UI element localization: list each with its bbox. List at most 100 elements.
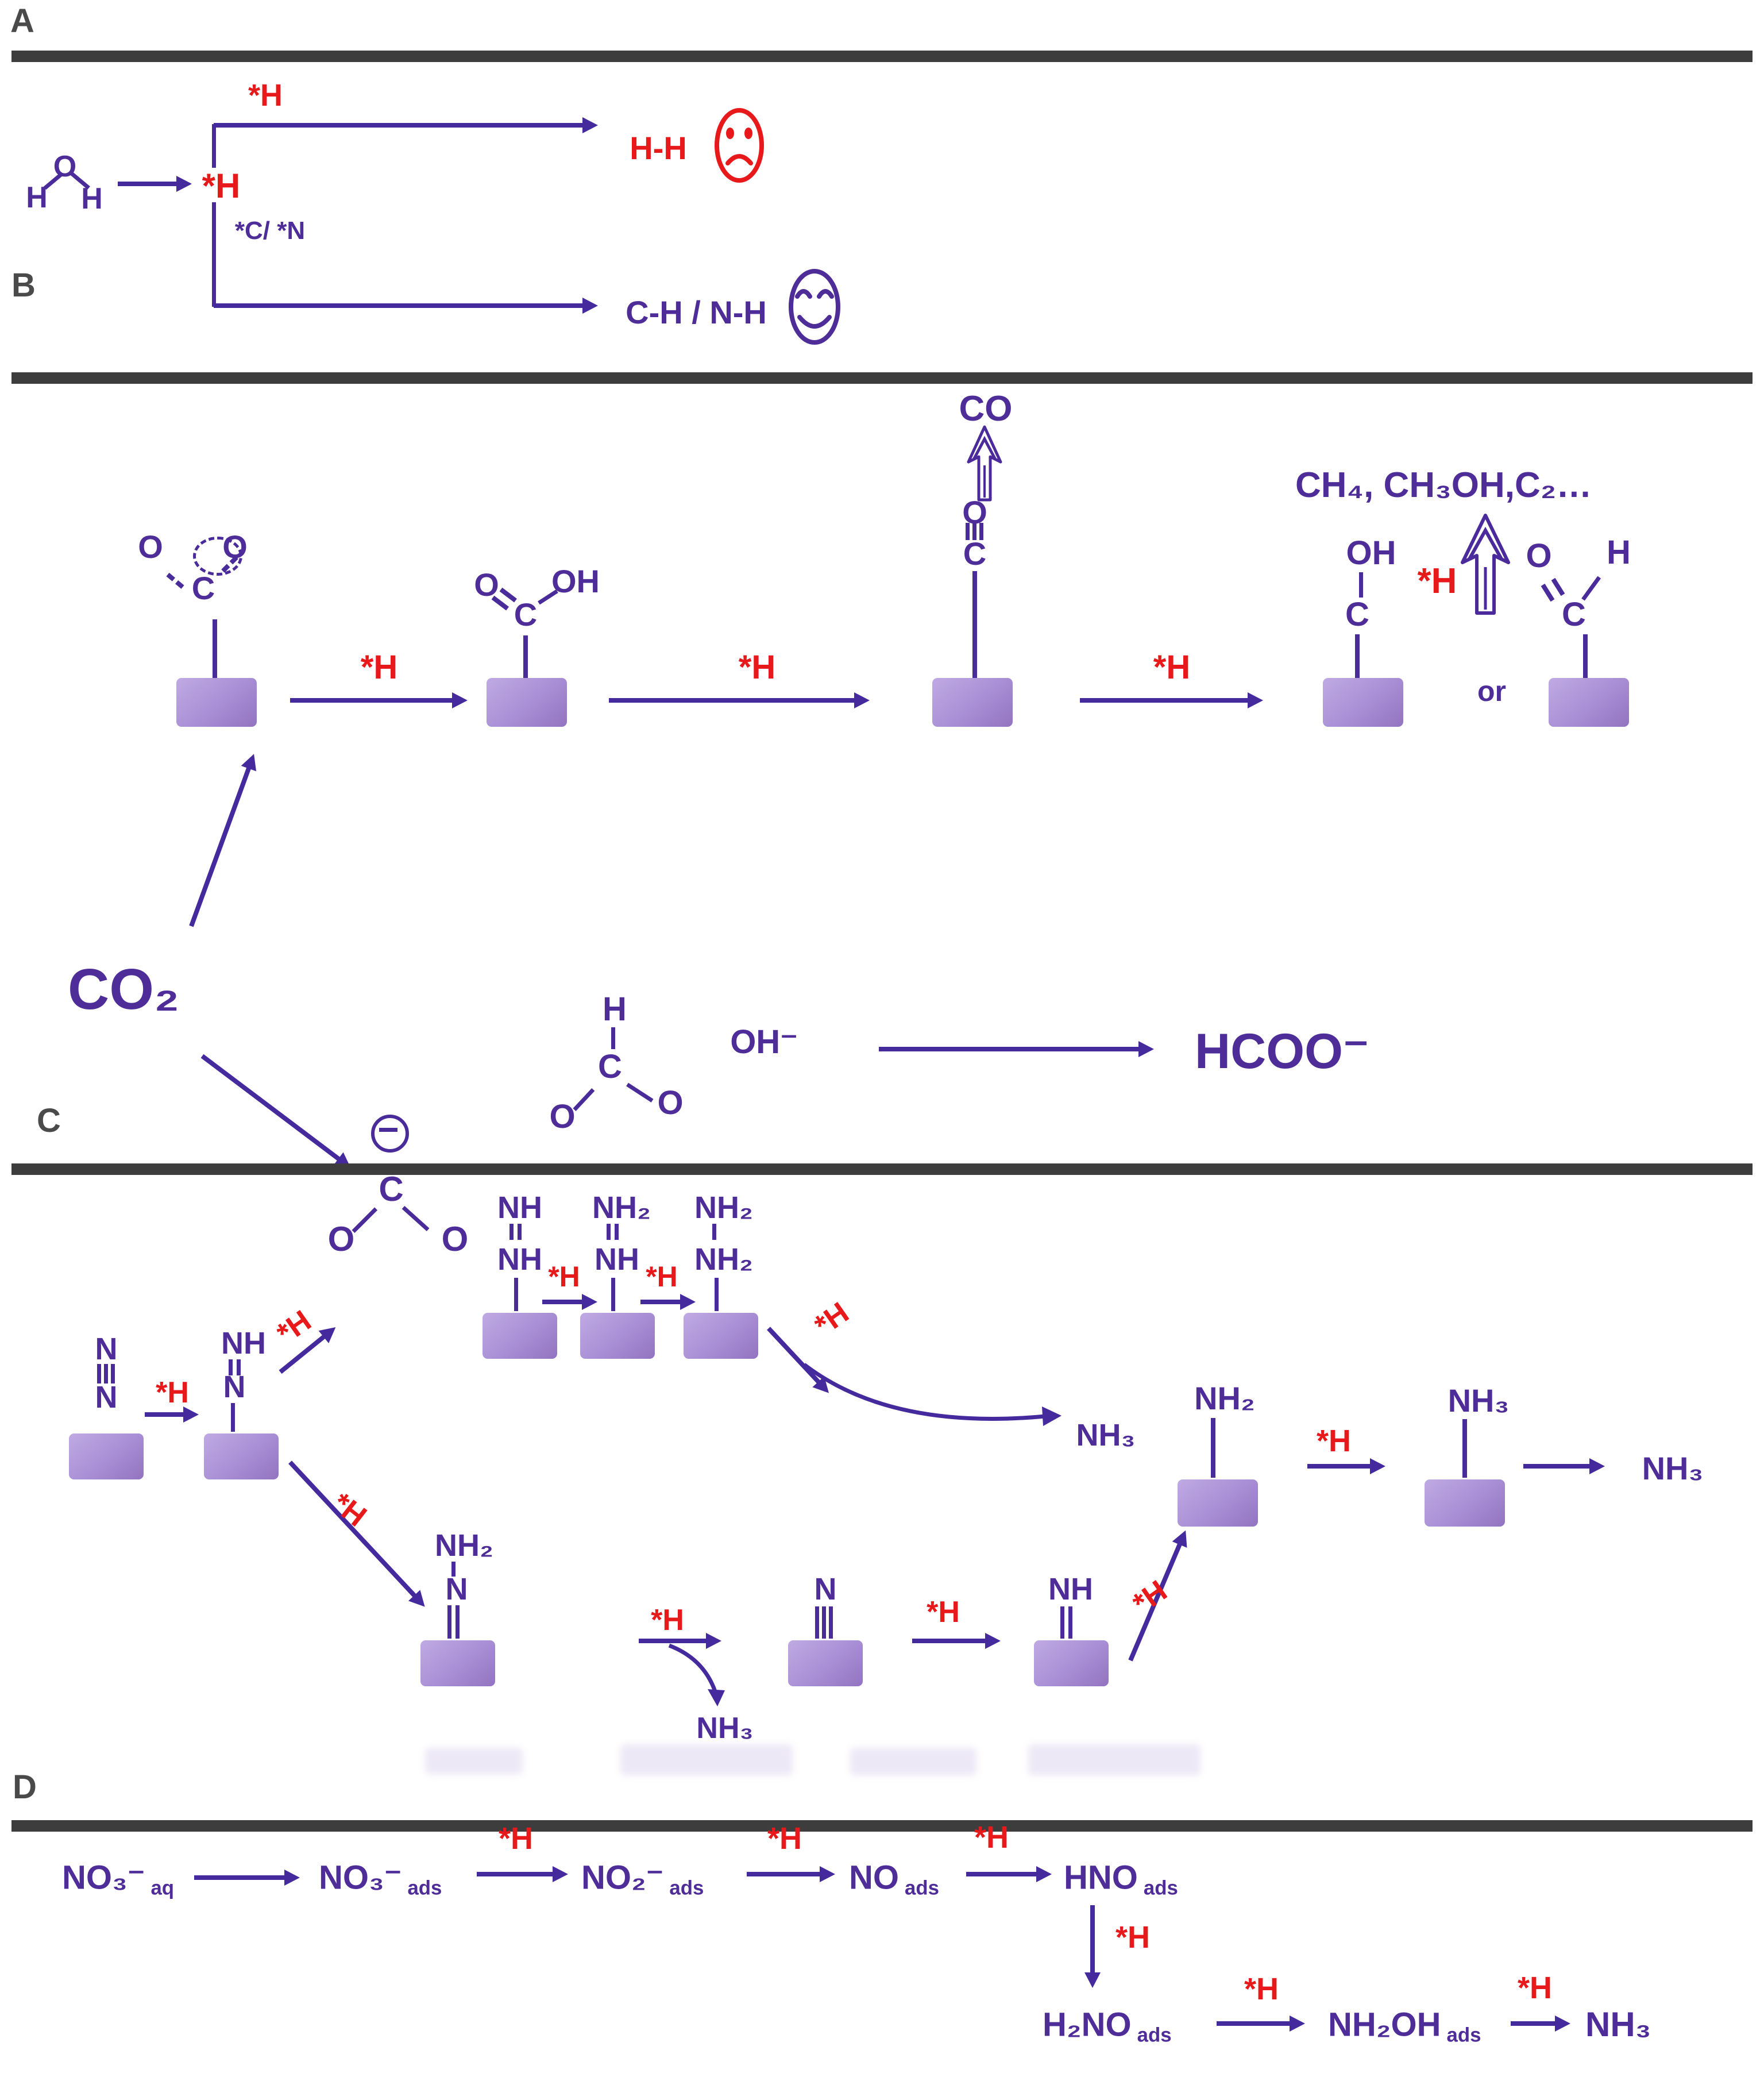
adsorbed-h-label: *H: [248, 78, 283, 113]
reaction-arrow: [966, 1872, 1038, 1876]
bond: [1060, 1606, 1064, 1639]
reaction-arrow: [609, 698, 856, 703]
atom-oh: OH: [1346, 534, 1396, 572]
reaction-arrow: [290, 698, 454, 703]
panel-a-label: A: [10, 2, 34, 40]
atom-o: O: [657, 1084, 684, 1122]
reaction-arrow: [1511, 2021, 1557, 2026]
adsorbed-c-n-label: *C/ *N: [234, 217, 306, 245]
catalyst-slab: [1549, 678, 1629, 727]
reaction-arrow: [118, 182, 178, 186]
ghost-slab: [1028, 1744, 1201, 1775]
reaction-arrow: [879, 1047, 1140, 1051]
adsorbed-h-label: *H: [927, 1596, 960, 1629]
reaction-arrow: [747, 1872, 821, 1876]
catalyst-slab: [1034, 1640, 1109, 1686]
adsorbed-h-label: *H: [1517, 1971, 1553, 2005]
atom-o: O: [327, 1220, 355, 1258]
panel-d-label: D: [13, 1768, 37, 1806]
atom-c: C: [1562, 596, 1586, 633]
bond: [523, 635, 528, 678]
bond: [1068, 1606, 1072, 1639]
reaction-arrow: [189, 766, 252, 927]
panel-b-label: B: [11, 267, 36, 304]
bond: [1359, 572, 1363, 598]
bond: [615, 1224, 619, 1240]
nh3-product-label: NH₃: [1585, 2005, 1651, 2044]
bond: [611, 1027, 615, 1049]
catalyst-slab: [1323, 678, 1403, 727]
reaction-arrow: [542, 1300, 584, 1304]
reaction-arrow: [639, 1639, 708, 1643]
formula: NO₂⁻: [581, 1859, 664, 1897]
phase-tag: aq: [150, 1876, 175, 1899]
adsorbed-h-label: *H: [1316, 1424, 1352, 1458]
bond: [611, 1278, 615, 1311]
bond: [607, 1224, 611, 1240]
reaction-arrow: [912, 1639, 987, 1643]
reaction-arrow: [194, 1875, 286, 1880]
atom-o: O: [549, 1098, 576, 1135]
bond: [491, 595, 509, 611]
happy-face-icon: [789, 269, 840, 345]
atom-c: C: [191, 570, 215, 606]
phase-tag: ads: [905, 1876, 939, 1899]
atom-c: C: [1345, 596, 1369, 633]
reaction-arrow: [145, 1412, 185, 1417]
panel-a-divider: [11, 51, 1753, 62]
formula: NO₃⁻: [319, 1859, 402, 1897]
atom-nh2: NH₂: [694, 1190, 753, 1225]
adsorbed-h-label: *H: [1115, 1920, 1151, 1955]
atom-o: O: [138, 529, 163, 565]
adsorbed-h-label: *H: [156, 1376, 189, 1409]
atom-h: H: [603, 991, 627, 1028]
bond: [111, 1364, 115, 1384]
nh3-release-arrow: [668, 1643, 725, 1706]
bond: [456, 1605, 460, 1639]
negative-charge-icon: [371, 1115, 409, 1153]
reaction-arrow: [214, 123, 584, 128]
atom-oh: OH: [551, 563, 600, 599]
atom-o: O: [474, 567, 499, 603]
adsorbed-h-label: *H: [974, 1820, 1009, 1855]
branch-line: [212, 124, 216, 168]
bond: [829, 1606, 833, 1639]
catalyst-slab: [69, 1433, 144, 1479]
co-product-label: CO: [959, 389, 1013, 429]
bond: [966, 523, 970, 540]
catalyst-slab: [580, 1313, 655, 1359]
adsorbed-h-label: *H: [767, 1821, 802, 1856]
atom-nh: NH: [497, 1242, 542, 1277]
bond: [1211, 1418, 1215, 1478]
bond: [402, 1205, 430, 1231]
catalyst-slab: [204, 1433, 279, 1479]
formula: NH₂OH: [1328, 2006, 1441, 2044]
catalyst-slab: [420, 1640, 495, 1686]
adsorbed-h-label: *H: [202, 167, 241, 205]
bond: [979, 523, 983, 540]
panel-c-divider: [11, 1163, 1753, 1175]
atom-h: H: [1607, 534, 1631, 571]
bond: [231, 1403, 235, 1432]
reaction-arrow: [1307, 1464, 1372, 1469]
bond: [213, 619, 217, 678]
sad-face-icon: [715, 108, 764, 183]
reaction-arrow: [640, 1300, 682, 1304]
catalyst-slab: [684, 1313, 758, 1359]
bond: [97, 1364, 101, 1384]
bond: [1583, 634, 1588, 678]
adsorbed-h-label: *H: [360, 649, 398, 686]
formula: NO: [849, 1859, 899, 1897]
atom-nh: NH: [221, 1326, 266, 1361]
bond: [972, 571, 977, 678]
co2-label: CO₂: [68, 957, 180, 1022]
catalyst-slab: [788, 1640, 863, 1686]
atom-nh3: NH₃: [1448, 1382, 1510, 1419]
formula: NO₃⁻: [62, 1859, 145, 1897]
reaction-arrow: [1523, 1464, 1591, 1469]
atom-nh: NH: [497, 1190, 542, 1225]
desorption-arrow-icon: [1461, 514, 1510, 615]
panel-b-divider: [11, 372, 1753, 384]
